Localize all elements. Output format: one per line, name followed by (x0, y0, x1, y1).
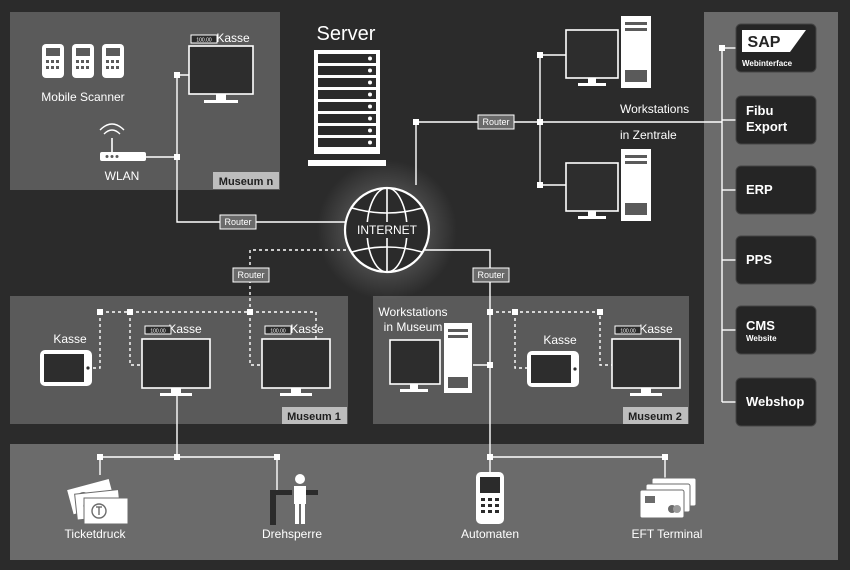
museum-2-workstations-line2: in Museum (384, 320, 443, 334)
museum-n-kasse-label: Kasse (216, 31, 250, 45)
wlan-router-icon (99, 123, 146, 161)
router-museum-1[interactable]: Router (232, 267, 270, 283)
museum-1-main-line (129, 312, 142, 366)
server-icon[interactable] (308, 50, 386, 166)
wlan-label: WLAN (105, 169, 140, 183)
zentrale-label-line1: Workstations (620, 102, 689, 116)
museum-2-workstations-line1: Workstations (378, 305, 447, 319)
museum-n-kasse-monitor-icon[interactable]: 100.00 (188, 34, 254, 103)
automaten-label: Automaten (461, 527, 519, 541)
museum-2-bus (490, 311, 612, 366)
museum-1-trunk (249, 249, 352, 312)
museum-1-bus (100, 311, 317, 340)
right-sidebar-panel (704, 12, 838, 444)
webshop-button[interactable]: Webshop (735, 377, 817, 427)
bottom-devices-panel (10, 444, 838, 560)
museum-1-right-kasse-monitor-icon[interactable]: 100.00 (261, 325, 331, 396)
drehsperre-icon[interactable] (270, 474, 318, 525)
mobile-scanner-label: Mobile Scanner (41, 90, 124, 104)
website-label: Website (746, 334, 777, 343)
museum-1-right-kasse-label: Kasse (290, 322, 324, 336)
cms-website-button[interactable]: CMS Website (735, 305, 817, 355)
server-label: Server (317, 23, 376, 45)
zentrale-trunk (415, 121, 540, 185)
museum-2-main-kasse-monitor-icon[interactable]: 100.00 (611, 325, 681, 396)
eft-terminal-label: EFT Terminal (632, 527, 703, 541)
museum-1-tablet-icon[interactable] (40, 350, 92, 386)
webshop-label: Webshop (746, 394, 804, 409)
drehsperre-label: Drehsperre (262, 527, 322, 541)
automaten-icon[interactable] (476, 472, 504, 524)
eft-terminal-icon[interactable] (639, 477, 697, 519)
sap-logo-text: SAP (748, 34, 781, 51)
museum-1-right-line (249, 312, 262, 366)
svg-text:Router: Router (224, 217, 251, 227)
museum-n-label: Museum n (219, 176, 274, 188)
devices-bus (99, 456, 278, 490)
museum-2-tablet-kasse-label: Kasse (543, 333, 577, 347)
router-museum-2[interactable]: Router (472, 267, 510, 283)
erp-label: ERP (746, 182, 773, 197)
museum-2-label: Museum 2 (628, 411, 682, 423)
museum-2-label-box (623, 407, 688, 424)
zentrale-workstation-top-icon[interactable] (565, 16, 651, 88)
museum-1-main-kasse-monitor-icon[interactable]: 100.00 (141, 325, 211, 396)
museum-1-main-kasse-label: Kasse (168, 322, 202, 336)
ticketdruck-icon[interactable] (65, 477, 129, 525)
fibu-label: Fibu (746, 103, 773, 118)
zentrale-label-line2: in Zentrale (620, 128, 677, 142)
svg-text:Router: Router (482, 117, 509, 127)
museum-n-label-box (213, 172, 279, 189)
ticketdruck-label: Ticketdruck (65, 527, 127, 541)
zentrale-branch (539, 54, 566, 186)
export-label: Export (746, 119, 788, 134)
museum-n-line (176, 74, 350, 223)
svg-text:100.00: 100.00 (620, 329, 636, 335)
svg-text:100.00: 100.00 (150, 329, 166, 335)
zentrale-workstation-bottom-icon[interactable] (565, 149, 651, 221)
svg-text:Router: Router (477, 270, 504, 280)
router-museum-n[interactable]: Router (219, 214, 257, 230)
svg-text:100.00: 100.00 (196, 38, 212, 44)
pps-button[interactable]: PPS (735, 235, 817, 285)
museum-1-label-box (282, 407, 347, 424)
erp-button[interactable]: ERP (735, 165, 817, 215)
sap-sub-label: Webinterface (742, 59, 793, 68)
internet-label-bg (360, 222, 414, 238)
pps-label: PPS (746, 252, 772, 267)
sap-webinterface-button[interactable]: SAP Webinterface (735, 23, 817, 73)
museum-2-tablet-icon[interactable] (527, 351, 579, 387)
museum-2-main-kasse-label: Kasse (639, 322, 673, 336)
svg-text:100.00: 100.00 (270, 329, 286, 335)
fibu-export-button[interactable]: Fibu Export (735, 95, 817, 145)
mobile-scanner-icon (42, 44, 124, 78)
museum-1-tablet-kasse-label: Kasse (53, 332, 87, 346)
sap-logo-icon (742, 30, 806, 52)
internet-label: INTERNET (357, 223, 418, 237)
museum-1-label: Museum 1 (287, 411, 341, 423)
junction-dots (97, 45, 725, 460)
cms-label: CMS (746, 318, 775, 333)
museum-1-tablet-line (92, 312, 101, 369)
museum-2-tablet-line (514, 312, 527, 369)
museum-2-workstation-icon[interactable] (389, 323, 472, 393)
router-zentrale[interactable]: Router (477, 114, 515, 130)
svg-text:Router: Router (237, 270, 264, 280)
